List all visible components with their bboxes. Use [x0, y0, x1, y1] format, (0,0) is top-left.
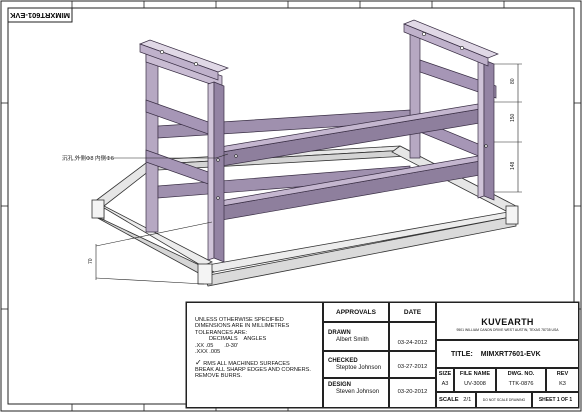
size-cell: SIZE A3 — [436, 368, 454, 392]
check-icon: ✓ — [195, 357, 202, 367]
note-line: TOLERANCES ARE: — [195, 329, 248, 336]
note-line: .XXX .005 — [195, 349, 221, 356]
note-line: BREAK ALL SHARP EDGES AND CORNERS. — [195, 366, 311, 373]
dimension-label: 80 — [510, 78, 516, 84]
size-value: A3 — [441, 381, 449, 388]
screw-hole — [484, 144, 488, 148]
approval-name: Steven Johnson — [336, 388, 380, 395]
dwg-no-value: TTK-0876 — [508, 381, 534, 388]
approval-role: DESIGN — [328, 382, 352, 388]
front-right-leg-face — [483, 59, 495, 201]
size-label: SIZE — [438, 371, 452, 377]
rev-label: REV — [556, 371, 569, 377]
note-line: RMS ALL MACHINED SURFACES — [203, 360, 290, 367]
screw-hole — [194, 62, 198, 66]
sheet-number: SHEET 1 OF 1 — [532, 392, 579, 408]
date-header: DATE — [389, 302, 436, 322]
file-name-value: UV-3008 — [464, 381, 486, 388]
note-line: REMOVE BURRS. — [195, 373, 242, 380]
screw-holes — [160, 32, 488, 200]
note-line: DECIMALS ANGLES — [209, 336, 267, 343]
note-line: .XX .05 .0-30' — [195, 342, 239, 349]
front-left-leg-face — [213, 81, 225, 263]
rotated-number-box — [7, 7, 73, 23]
dimension-label: 70 — [88, 258, 94, 264]
approval-row-checked: CHECKED Steptoe Johnson — [323, 351, 389, 378]
right-side-rail-mid — [419, 59, 497, 99]
approval-row-drawn: DRAWN Albert Smith — [323, 322, 389, 351]
back-right-leg — [409, 29, 421, 159]
title-label: TITLE: — [451, 351, 473, 358]
hole-callout-note: 沉孔,外侧Φ8 内侧Φ6 — [62, 154, 114, 162]
approval-date: 03-27-2012 — [389, 351, 436, 378]
dwg-no-label: DWG. NO. — [507, 371, 535, 377]
dwg-no-cell: DWG. NO. TTK-0876 — [496, 368, 546, 392]
rotated-drawing-number: MIMXRT601-EVK — [9, 11, 70, 20]
scale-value: 2/1 — [463, 397, 472, 403]
scale-cell: SCALE 2/1 — [436, 392, 476, 408]
scale-label: SCALE — [439, 397, 459, 403]
front-right-leg — [477, 59, 485, 199]
dimension-label: 148 — [510, 161, 516, 170]
base-end-cap-right — [505, 205, 519, 225]
base-front-face — [93, 215, 216, 277]
note-line: DIMENSIONS ARE IN MILLIMETRES — [195, 323, 290, 330]
approval-date: 03-24-2012 — [389, 322, 436, 351]
file-name-label: FILE NAME — [459, 371, 491, 377]
file-name-cell: FILE NAME UV-3008 — [454, 368, 496, 392]
notes-panel: UNLESS OTHERWISE SPECIFIED DIMENSIONS AR… — [186, 302, 323, 408]
dimension-label: 150 — [510, 113, 516, 122]
approval-role: DRAWN — [328, 330, 351, 336]
title-value: MIMXRT7601-EVK — [480, 351, 541, 358]
approval-name: Albert Smith — [336, 336, 369, 343]
title-block-frame — [185, 301, 580, 409]
no-scale-note: DO NOT SCALE DRAWING — [476, 392, 532, 408]
approval-role: CHECKED — [328, 358, 358, 364]
screw-hole — [216, 196, 220, 200]
approval-name: Steptoe Johnson — [336, 364, 382, 371]
screw-hole — [422, 32, 426, 36]
dimension-labels: 80 150 148 70 — [88, 78, 516, 264]
note-line-rms: ✓ RMS ALL MACHINED SURFACES — [195, 358, 316, 367]
company-name: KUVEARTH — [481, 317, 534, 327]
screw-hole — [160, 50, 164, 54]
note-line: UNLESS OTHERWISE SPECIFIED — [195, 317, 284, 323]
approval-date: 03-20-2012 — [389, 378, 436, 408]
rev-cell: REV K3 — [546, 368, 579, 392]
base-end-cap-front — [197, 263, 213, 285]
back-left-leg — [145, 49, 159, 233]
upright-frame — [139, 19, 499, 263]
company-address: 9501 WILLIAM CANON DRIVE WEST AUSTIN, TE… — [456, 328, 559, 333]
base-front-rail-long — [200, 211, 518, 273]
front-left-leg — [207, 81, 215, 261]
approvals-header: APPROVALS — [323, 302, 389, 322]
screw-hole — [216, 158, 220, 162]
base-end-cap-left — [91, 199, 105, 219]
approval-row-design: DESIGN Steven Johnson — [323, 378, 389, 408]
screw-hole — [460, 46, 464, 50]
title-block: TITLE: MIMXRT7601-EVK — [436, 340, 579, 368]
base-front-face-long — [203, 215, 517, 287]
rev-value: K3 — [559, 381, 566, 388]
company-block: KUVEARTH 9501 WILLIAM CANON DRIVE WEST A… — [436, 302, 579, 340]
dimension-lines — [95, 63, 522, 285]
left-top-cap-side — [139, 43, 219, 81]
screw-hole — [234, 154, 238, 158]
